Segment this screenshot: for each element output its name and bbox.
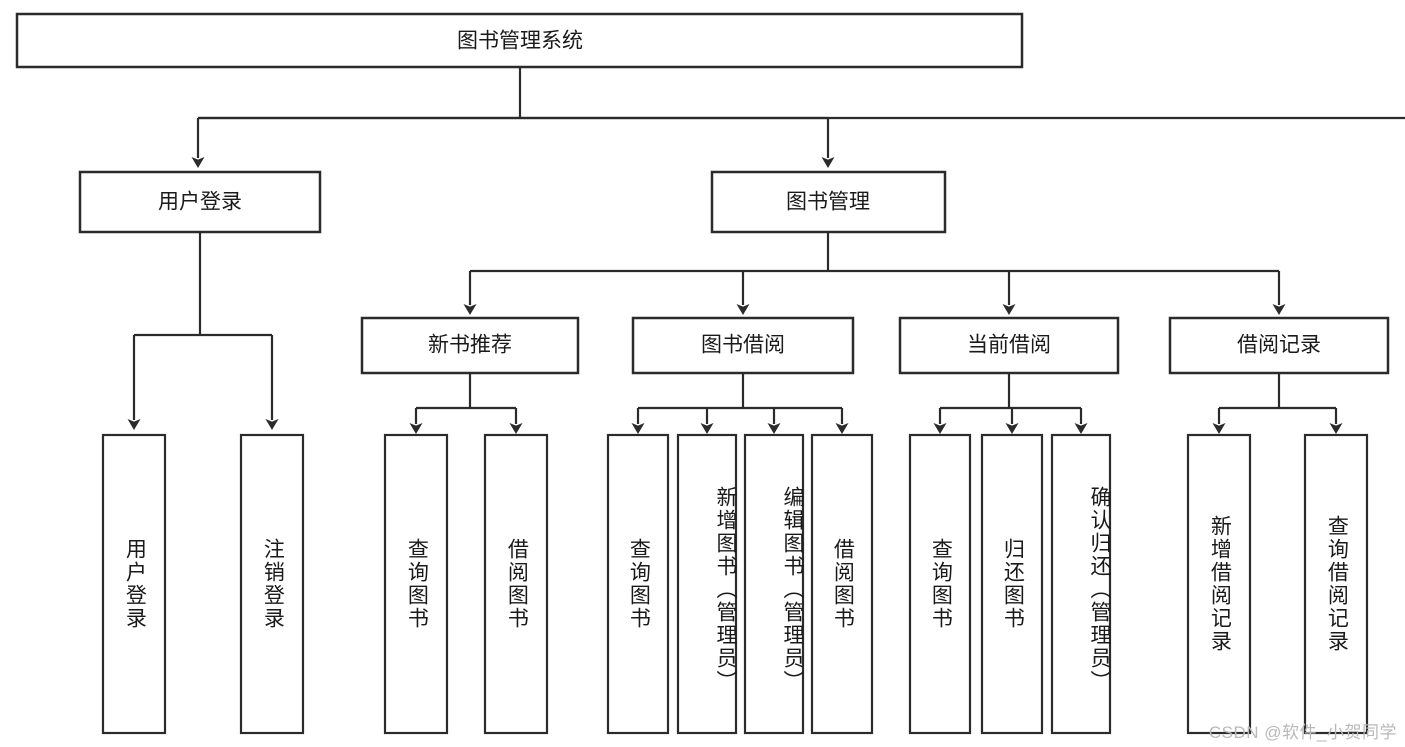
- node-current-borrow-box[interactable]: [898, 316, 1120, 375]
- connector-new-book-recommend-to-leaves: [409, 373, 523, 434]
- leaf-box-query-book-2[interactable]: [606, 433, 670, 735]
- node-current-borrow-label: 当前借阅: [967, 334, 1051, 357]
- connector-current-borrow-to-leaves: [933, 373, 1088, 434]
- leaf-box-edit-book[interactable]: [743, 433, 805, 735]
- leaf-box-add-borrow-record[interactable]: [1186, 433, 1252, 735]
- node-root-label: 图书管理系统: [457, 30, 583, 53]
- node-borrow-record[interactable]: 借阅记录: [1168, 316, 1390, 375]
- node-root[interactable]: 图书管理系统: [15, 12, 1024, 69]
- node-book-management-label: 图书管理: [786, 191, 870, 214]
- connector-borrow-record-to-leaves: [1212, 373, 1343, 434]
- csdn-watermark: CSDN @软件_小贺同学: [1208, 723, 1397, 742]
- leaf-box-add-book[interactable]: [676, 433, 738, 735]
- leaf-box-logout[interactable]: [239, 433, 305, 735]
- leaf-box-query-borrow-record[interactable]: [1303, 433, 1369, 735]
- node-root-box[interactable]: [15, 12, 1024, 69]
- node-book-borrow[interactable]: 图书借阅: [631, 316, 855, 375]
- node-user-login-box[interactable]: [78, 170, 322, 234]
- node-new-book-recommend[interactable]: 新书推荐: [360, 316, 580, 375]
- leaf-box-user-login[interactable]: [101, 433, 167, 735]
- leaf-box-confirm-return[interactable]: [1050, 433, 1112, 735]
- leaf-boxes: [101, 433, 1369, 735]
- node-borrow-record-label: 借阅记录: [1237, 334, 1321, 357]
- connector-root-to-level2: [191, 67, 1405, 168]
- connector-user-login-to-leaves: [127, 232, 279, 430]
- leaf-box-query-book-1[interactable]: [383, 433, 449, 735]
- node-current-borrow[interactable]: 当前借阅: [898, 316, 1120, 375]
- node-user-login[interactable]: 用户登录: [78, 170, 322, 234]
- connector-book-borrow-to-leaves: [631, 373, 849, 434]
- node-book-management[interactable]: 图书管理: [710, 170, 947, 234]
- node-user-login-label: 用户登录: [158, 191, 242, 214]
- leaf-box-borrow-book-2[interactable]: [810, 433, 874, 735]
- leaf-box-borrow-book-1[interactable]: [483, 433, 549, 735]
- node-book-borrow-label: 图书借阅: [701, 334, 785, 357]
- connector-book-management-to-level3: [463, 232, 1286, 315]
- leaf-box-query-book-3[interactable]: [908, 433, 972, 735]
- node-new-book-recommend-label: 新书推荐: [428, 334, 512, 357]
- node-new-book-recommend-box[interactable]: [360, 316, 580, 375]
- leaf-box-return-book[interactable]: [980, 433, 1044, 735]
